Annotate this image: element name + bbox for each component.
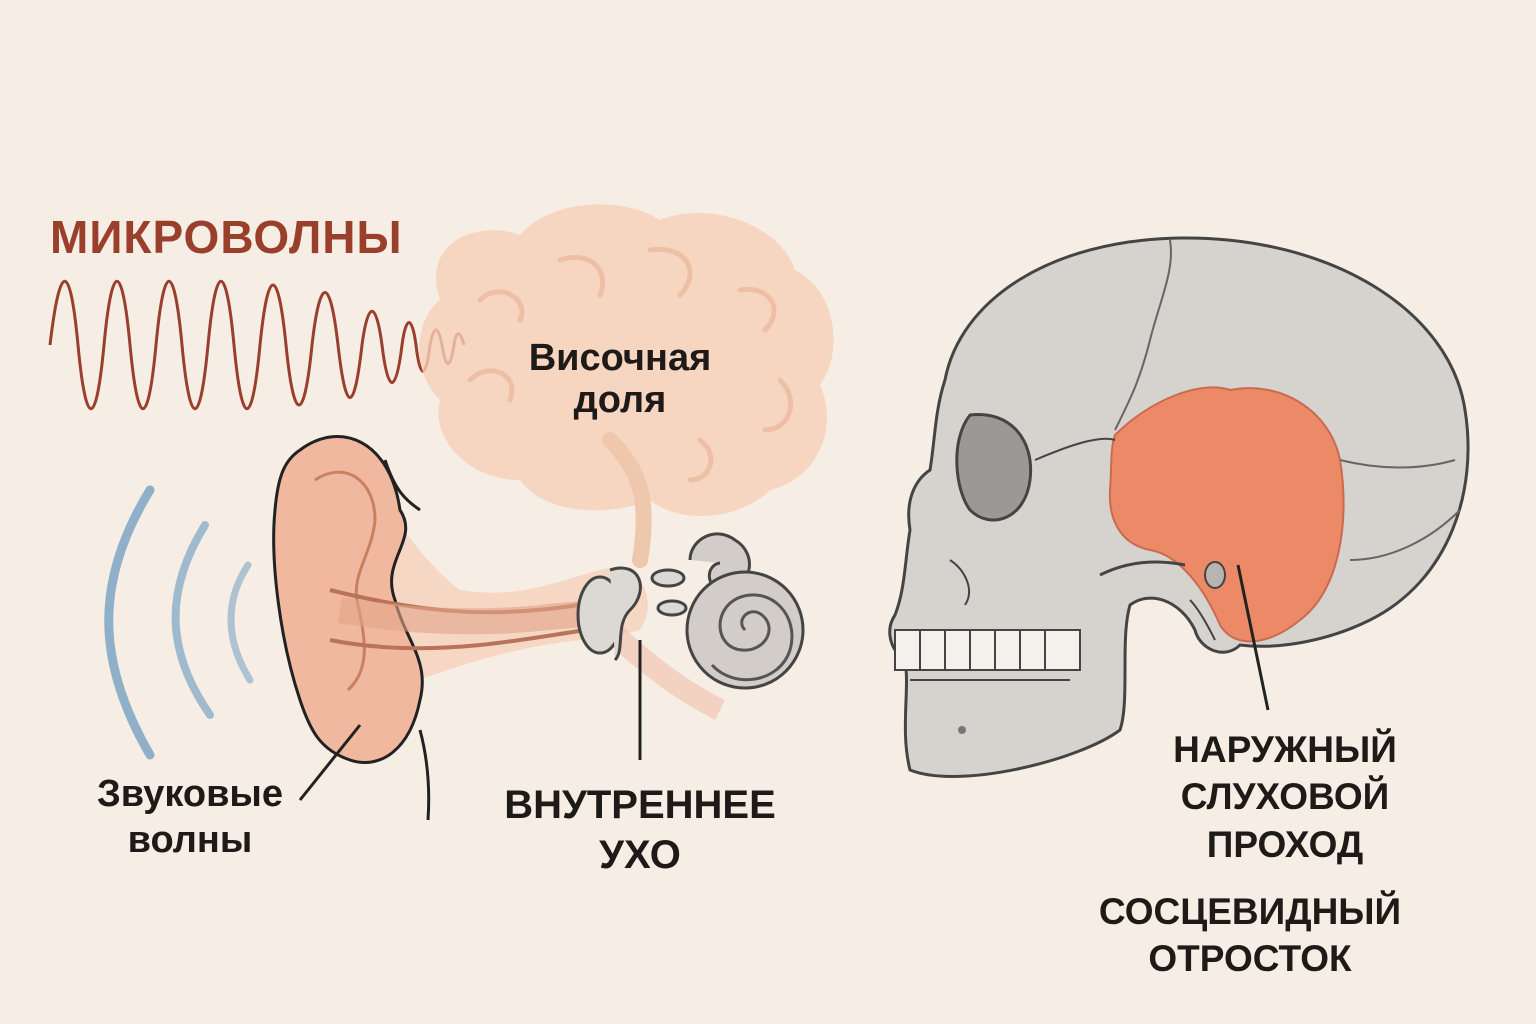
sound-waves-leader xyxy=(298,724,362,801)
cochlea-icon xyxy=(576,532,805,760)
microwaves-label: МИКРОВОЛНЫ xyxy=(50,211,403,263)
microwave-wave-icon xyxy=(48,279,466,411)
skull-icon xyxy=(888,236,1470,778)
brain-icon xyxy=(419,204,834,568)
sound-wave-icon xyxy=(104,485,254,760)
